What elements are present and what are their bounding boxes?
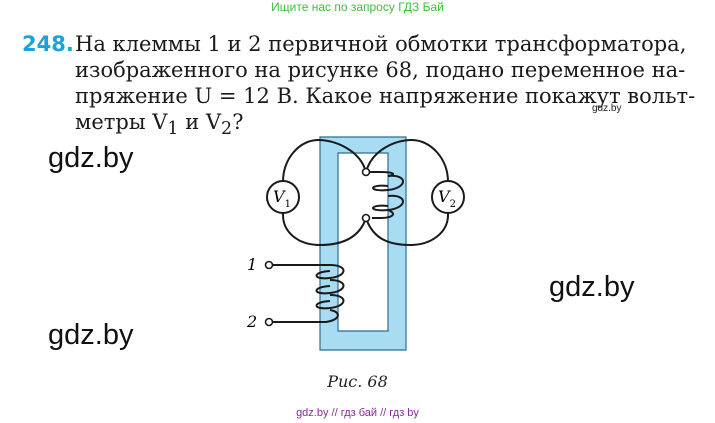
line4-mid: и V <box>178 110 222 134</box>
voltmeter-v1 <box>266 180 300 214</box>
watermark-small: gdz.by <box>592 103 622 114</box>
top-banner[interactable]: Ищите нас по запросу ГДЗ Бай <box>271 0 444 14</box>
secondary-terminal-bottom <box>361 213 371 223</box>
voltmeter-v2 <box>431 180 465 214</box>
problem-text-line-2: изображенного на рисунке 68, подано пере… <box>75 58 686 82</box>
line4-pre: метры V <box>75 110 168 134</box>
secondary-circuit <box>282 138 449 247</box>
line4-post: ? <box>232 110 244 134</box>
problem-number: 248. <box>22 32 74 56</box>
voltmeter-v1-label: V1 <box>273 187 291 210</box>
line4-sub2: 2 <box>221 119 233 140</box>
terminal-1 <box>264 260 274 270</box>
terminal-2-label: 2 <box>246 312 257 331</box>
secondary-terminal-top <box>361 167 371 177</box>
footer-links[interactable]: gdz.by // гдз бай // гдз by <box>296 407 419 419</box>
terminal-2 <box>264 317 274 327</box>
voltmeter-v2-label: V2 <box>438 187 456 210</box>
primary-coil <box>272 264 345 323</box>
terminal-1-label: 1 <box>247 255 257 274</box>
watermark-left-bottom: gdz.by <box>48 319 134 351</box>
figure-caption: Рис. 68 <box>327 372 388 391</box>
problem-text-line-4: метры V1 и V2? <box>75 110 243 141</box>
watermark-left-top: gdz.by <box>48 142 134 174</box>
problem-text-line-1: На клеммы 1 и 2 первичной обмотки трансф… <box>75 32 687 56</box>
watermark-right: gdz.by <box>549 271 635 303</box>
problem-text-line-3: пряжение U = 12 В. Какое напряжение пока… <box>75 84 696 108</box>
line4-sub1: 1 <box>167 119 179 140</box>
